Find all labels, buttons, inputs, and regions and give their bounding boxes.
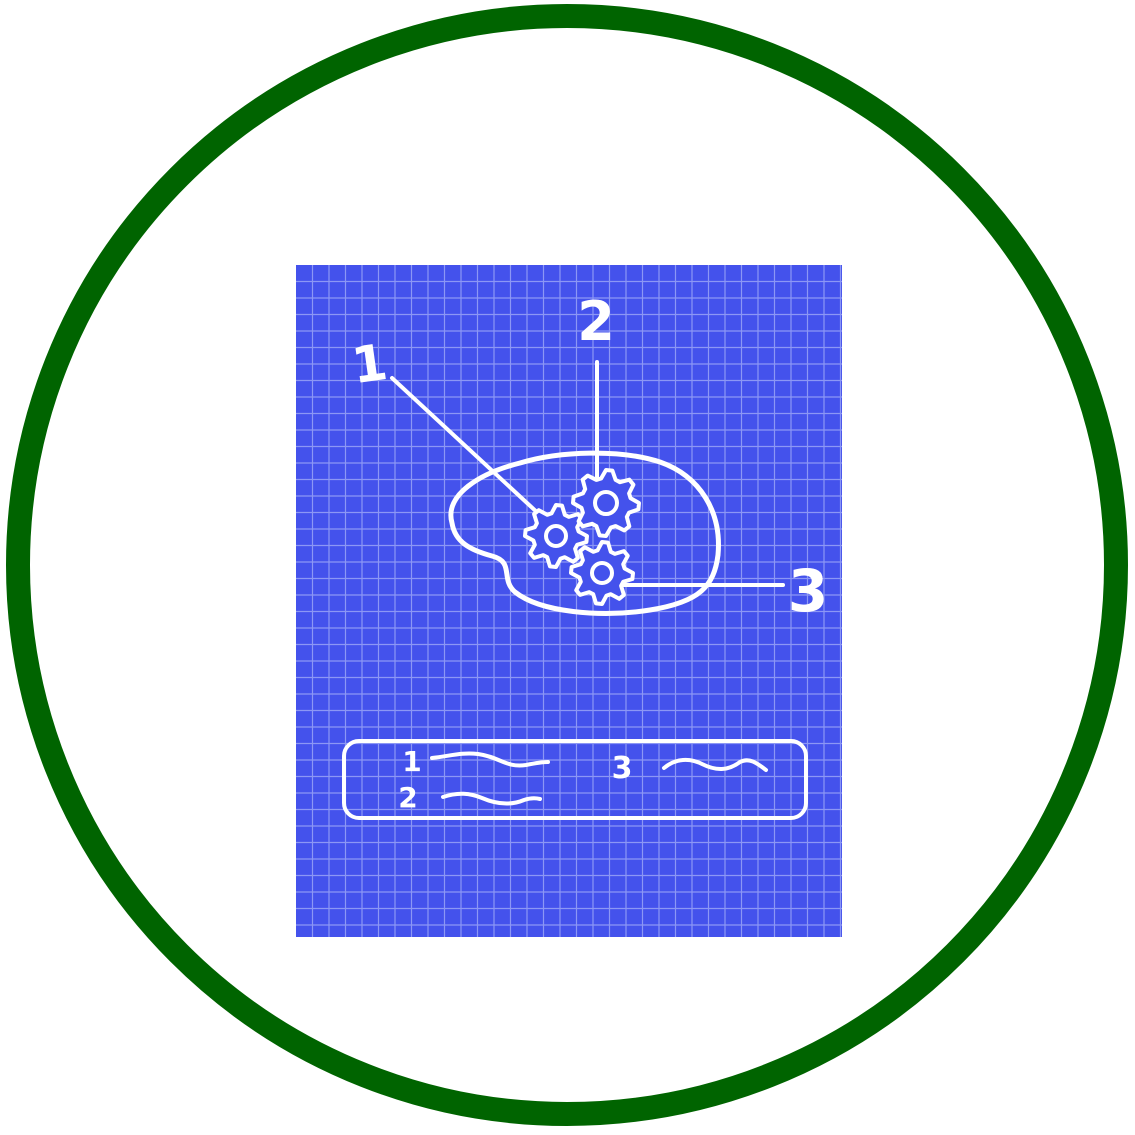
callout-3: 3 [788,557,828,625]
gear-2-icon-outline [573,470,639,536]
gear-1-icon [525,505,587,567]
legend-number-2: 2 [398,781,417,814]
legend-number-3: 3 [612,751,633,786]
gear-2-icon [573,470,639,536]
legend-number-1: 1 [402,745,421,778]
callout-2: 2 [577,290,615,353]
gear-1-icon-outline [525,505,587,567]
gear-3-icon [571,542,633,604]
gear-3-icon-outline [571,542,633,604]
